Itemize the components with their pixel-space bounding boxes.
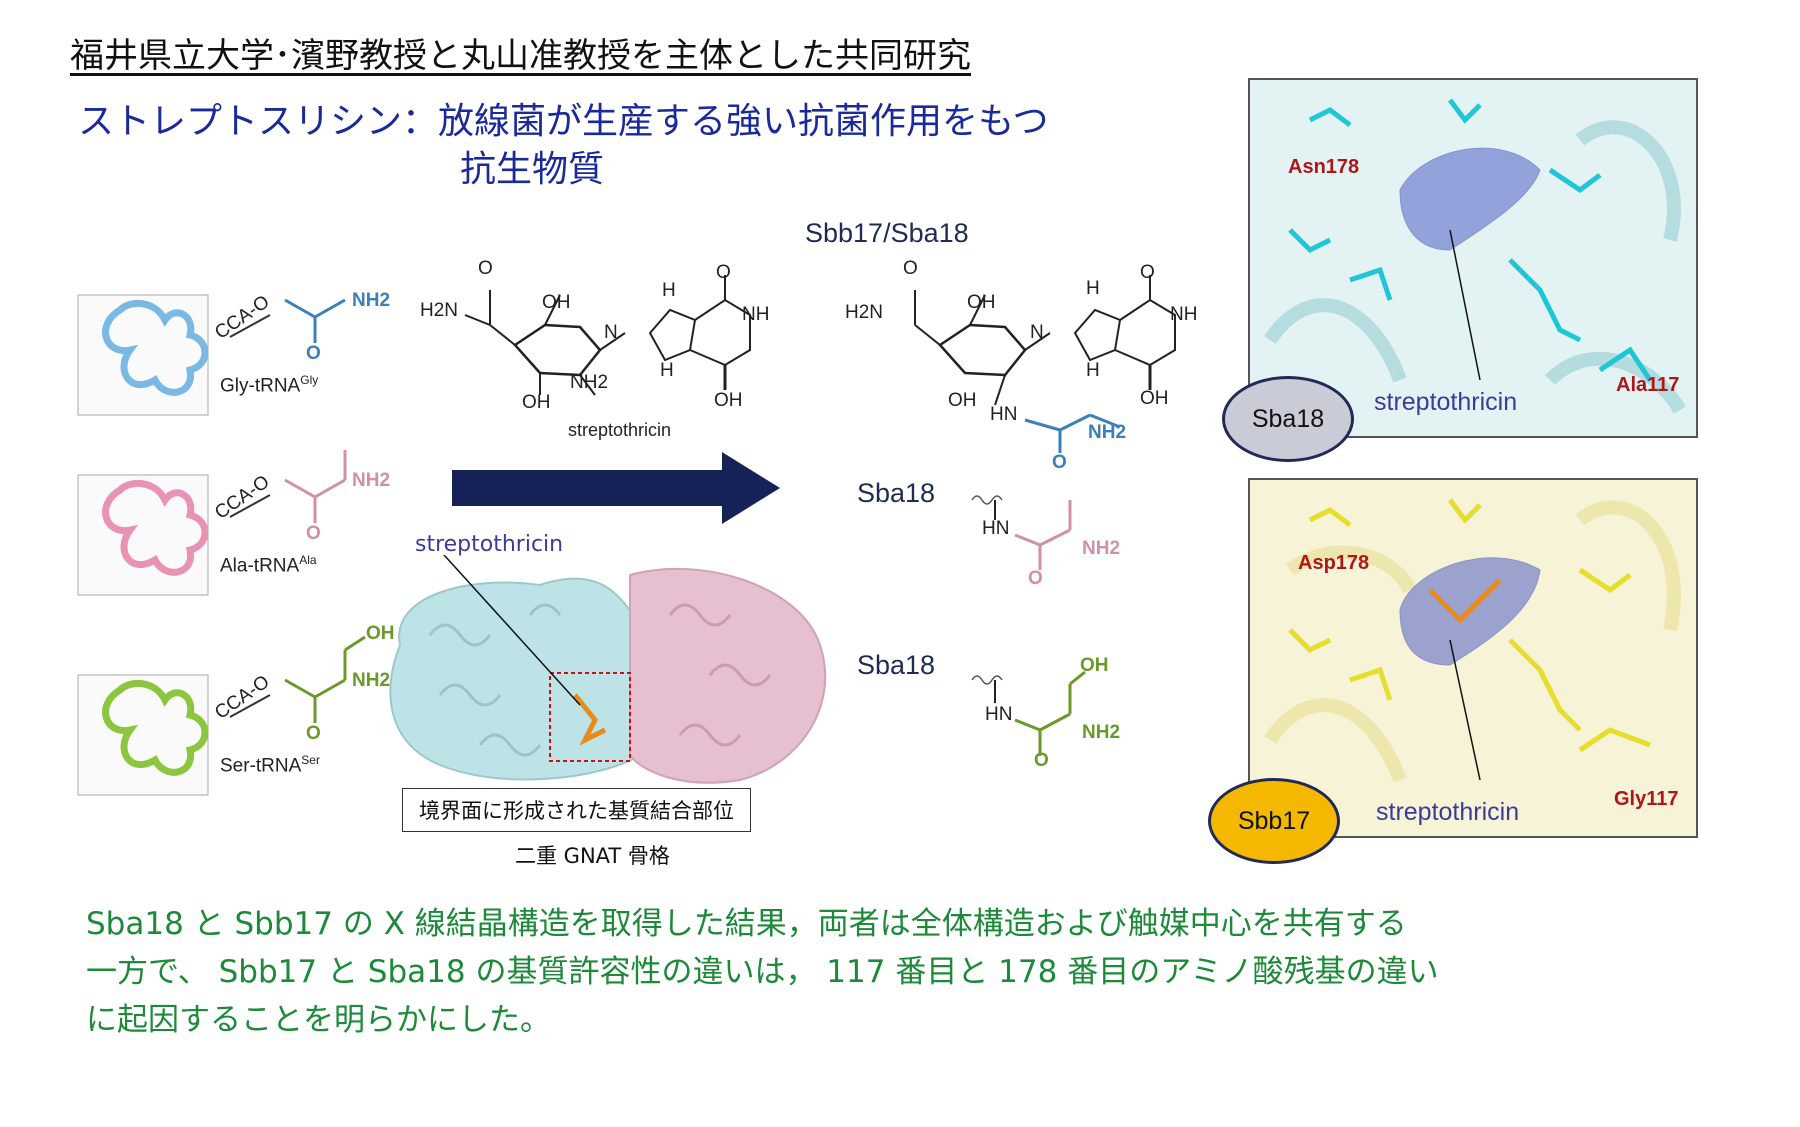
products-label-ala: Sba18 xyxy=(857,478,936,508)
ser-o-label: O xyxy=(306,723,321,744)
mol-h-2: H xyxy=(660,360,674,381)
trna-column: CCA-O O NH2 Gly-tRNAGly CCA-O O NH2 Ala-… xyxy=(70,255,410,815)
mol-h2n: H2N xyxy=(420,300,459,321)
caption-line1: Sba18 と Sbb17 の X 線結晶構造を取得した結果，両者は全体構造およ… xyxy=(86,906,1407,942)
caption-line2: 一方で、 Sbb17 と Sba18 の基質許容性の違いは， 117 番目と 1… xyxy=(86,954,1439,990)
crystal-structure-image xyxy=(1264,98,1686,414)
mol-o-top: O xyxy=(478,258,493,279)
residue-gly117: Gly117 xyxy=(1614,788,1679,810)
enzyme-badge-sba18: Sba18 xyxy=(1222,376,1354,462)
mol-name: streptothricin xyxy=(568,420,672,440)
prod-o-ring: O xyxy=(1140,262,1155,283)
prod-h-1: H xyxy=(1086,278,1100,299)
panel-top-ligand-label: streptothricin xyxy=(1374,388,1518,416)
scaffold-label: 二重 GNAT 骨格 xyxy=(515,844,670,868)
ala-amine-label: NH2 xyxy=(352,470,391,491)
ser-oh-label: OH xyxy=(366,623,395,644)
ala-o-label: O xyxy=(306,523,321,544)
residue-asp178: Asp178 xyxy=(1298,552,1370,574)
mol-oh-3: OH xyxy=(714,390,743,411)
structure-ligand-label: streptothricin xyxy=(415,532,564,557)
crystal-panel-bottom: Asp178 Gly117 streptothricin xyxy=(1248,478,1698,838)
ala-product-fragment xyxy=(971,495,1072,570)
prod-oh-2: OH xyxy=(948,390,977,411)
mol-oh-1: OH xyxy=(542,292,571,313)
gly-trna-label: Gly-tRNAGly xyxy=(220,373,319,397)
subtitle-line1: ストレプトスリシン：放線菌が生産する強い抗菌作用をもつ xyxy=(78,101,1049,142)
prod-n: N xyxy=(1030,322,1044,343)
ala-hn: HN xyxy=(982,518,1010,539)
ser-amine-label: NH2 xyxy=(352,670,391,691)
binding-site-label: 境界面に形成された基質結合部位 xyxy=(402,788,751,832)
mol-h-1: H xyxy=(662,280,676,301)
prod-nh2-gly: NH2 xyxy=(1088,422,1127,443)
prod-o-top: O xyxy=(903,258,918,279)
subtitle-line2: 抗生物質 xyxy=(460,149,605,190)
ser-trna-label: Ser-tRNASer xyxy=(220,753,320,777)
gly-trna-diagram xyxy=(77,294,346,416)
ala-prod-nh2: NH2 xyxy=(1082,538,1121,559)
gly-o-label: O xyxy=(306,343,321,364)
caption-line3: に起因することを明らかにした。 xyxy=(86,1002,551,1038)
prod-hn: HN xyxy=(990,404,1018,425)
products-label-ser: Sba18 xyxy=(857,650,936,680)
prod-oh-1: OH xyxy=(967,292,996,313)
crystal-structure-image xyxy=(1264,498,1681,783)
ser-prod-nh2: NH2 xyxy=(1082,722,1121,743)
mol-oh-2: OH xyxy=(522,392,551,413)
ser-hn: HN xyxy=(985,704,1013,725)
mol-nh2: NH2 xyxy=(570,372,609,393)
ala-trna-label: Ala-tRNAAla xyxy=(220,553,317,577)
ser-prod-oh: OH xyxy=(1080,655,1109,676)
ala-prod-o: O xyxy=(1028,568,1043,589)
mol-o-ring: O xyxy=(716,262,731,283)
ala-trna-diagram xyxy=(77,450,347,596)
gly-amine-label: NH2 xyxy=(352,290,391,311)
ser-trna-diagram xyxy=(77,635,366,796)
ser-prod-o: O xyxy=(1034,750,1049,771)
page-title: 福井県立大学･濱野教授と丸山准教授を主体とした共同研究 xyxy=(70,36,971,76)
protein-surface-image xyxy=(389,555,827,784)
ser-product-fragment xyxy=(971,670,1086,756)
prod-nh: NH xyxy=(1170,304,1198,325)
streptothricin-structure xyxy=(464,275,751,396)
residue-asn178: Asn178 xyxy=(1288,156,1360,178)
residue-ala117: Ala117 xyxy=(1616,374,1680,396)
panel-bottom-ligand-label: streptothricin xyxy=(1376,798,1520,826)
trna-cloverleaf-icon xyxy=(102,679,209,776)
caption: Sba18 と Sbb17 の X 線結晶構造を取得した結果，両者は全体構造およ… xyxy=(86,900,1726,1044)
reaction-arrow xyxy=(452,452,780,524)
mol-nh: NH xyxy=(742,304,770,325)
crystal-panel-top: Asn178 Ala117 streptothricin xyxy=(1248,78,1698,438)
enzyme-badge-sbb17: Sbb17 xyxy=(1208,778,1340,864)
trna-cloverleaf-icon xyxy=(102,299,209,396)
trna-cloverleaf-icon xyxy=(102,479,209,576)
prod-h2n: H2N xyxy=(845,302,884,323)
mol-n: N xyxy=(604,322,618,343)
products-label-top: Sbb17/Sba18 xyxy=(805,218,969,248)
prod-o-gly: O xyxy=(1052,452,1067,473)
prod-h-2: H xyxy=(1086,360,1100,381)
prod-oh-3: OH xyxy=(1140,388,1169,409)
product-structure xyxy=(914,275,1176,453)
